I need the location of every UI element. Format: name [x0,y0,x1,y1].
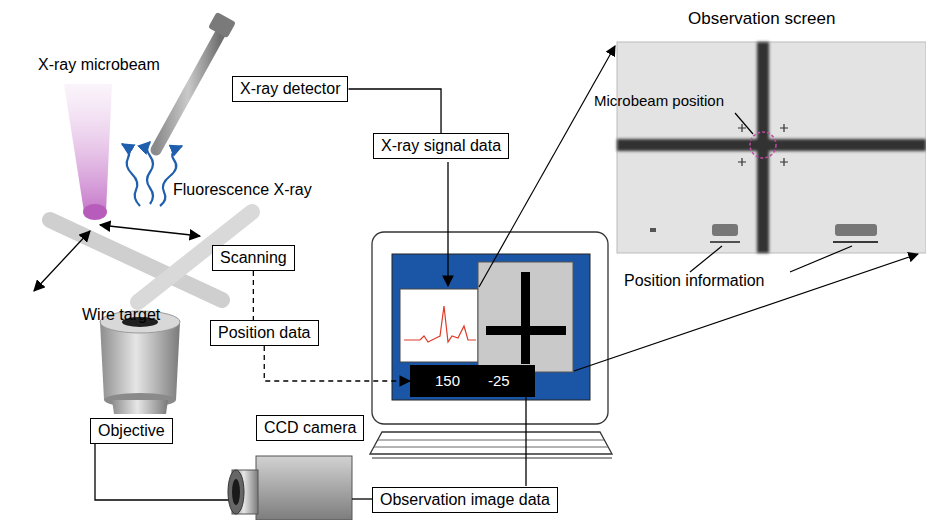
label-box: Objective [90,418,173,444]
box-text: Objective [98,422,165,439]
label-box: Position data [210,320,319,346]
connector [264,346,410,381]
text-label: Microbeam position [594,92,724,110]
label-box: X-ray signal data [373,133,509,159]
box-text: Scanning [220,249,287,266]
label-box: CCD camera [256,415,364,441]
text-label: Fluorescence X-ray [173,181,312,199]
label-box: Scanning [212,245,295,271]
label-box: Observation image data [372,487,558,513]
connector [348,89,441,133]
text-label: Observation screen [688,10,835,28]
text-label: X-ray microbeam [38,56,160,74]
box-text: X-ray signal data [381,137,501,154]
box-text: X-ray detector [240,80,340,97]
box-text: Observation image data [380,491,550,508]
box-text: -25 [488,372,510,390]
box-text: Position data [218,324,311,341]
text-label: Position information [624,272,765,290]
box-text: 150 [435,372,460,390]
box-text: CCD camera [264,419,356,436]
label-box: X-ray detector [232,76,348,102]
position-display: 150 -25 [410,365,535,397]
text-label: Wire target [82,306,160,324]
connector [253,271,254,320]
